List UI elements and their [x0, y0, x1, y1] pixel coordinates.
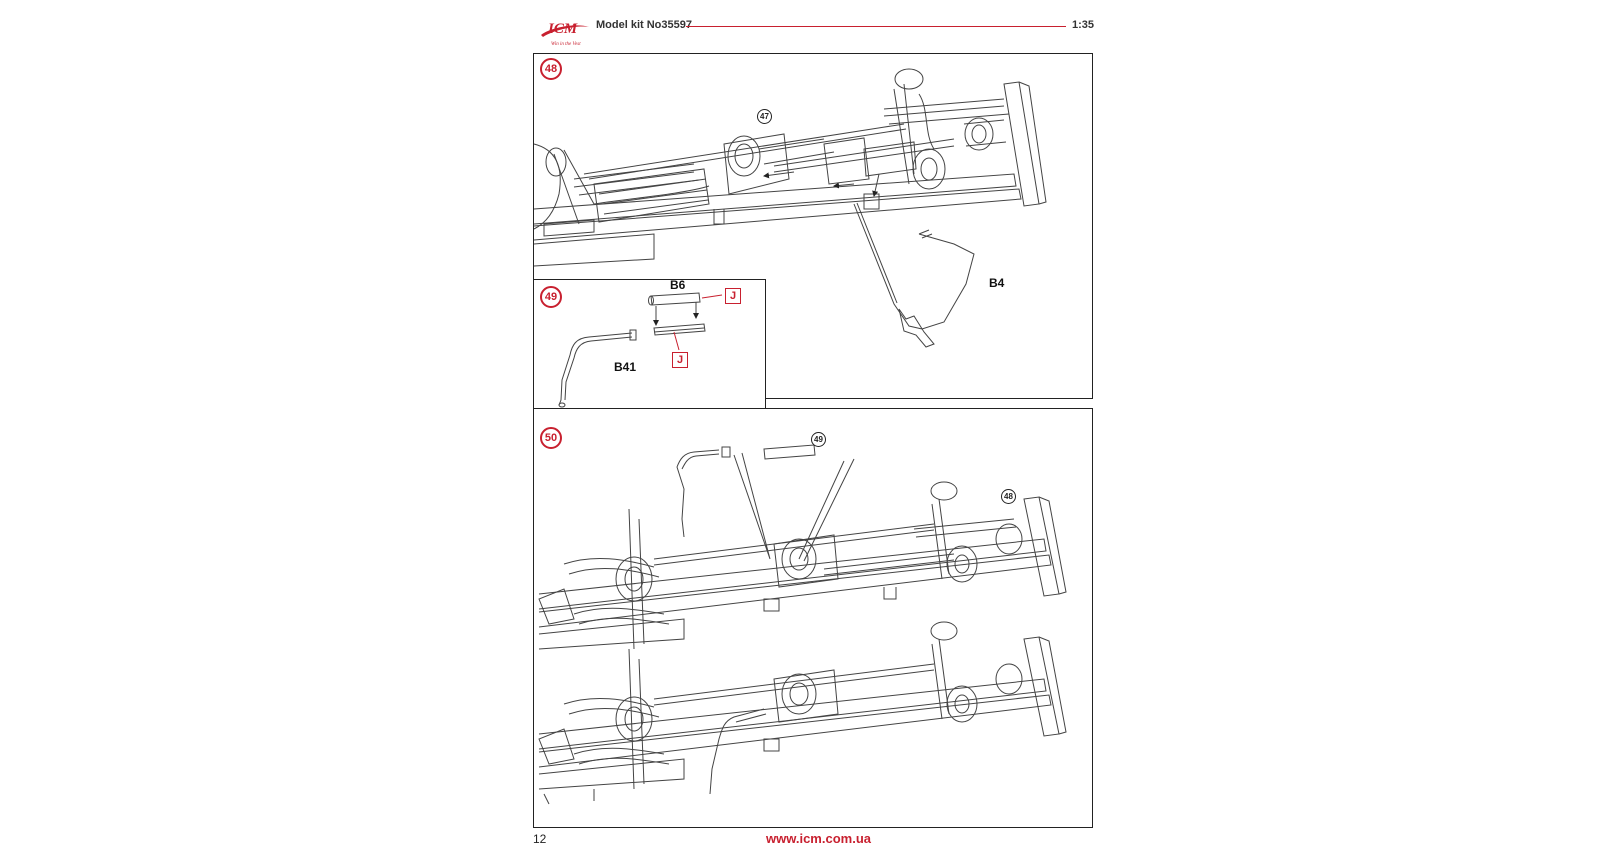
- step-50-panel: 50 49 48: [533, 408, 1093, 828]
- step-ref-48: 48: [1001, 489, 1016, 504]
- step-number-49: 49: [540, 286, 562, 308]
- paint-code-j-bracket: J: [672, 352, 688, 368]
- step-ref-49: 49: [811, 432, 826, 447]
- header-rule: [686, 26, 1066, 27]
- part-label-b4: B4: [989, 276, 1005, 290]
- step-number-48: 48: [540, 58, 562, 80]
- page-number: 12: [533, 832, 547, 846]
- part-label-b41: B41: [614, 360, 637, 374]
- logo-wordmark: ICM: [547, 21, 578, 37]
- logo-tagline: Win in the Vest: [551, 42, 581, 47]
- step-50-chassis-drawing: [538, 444, 1067, 805]
- website-link[interactable]: www.icm.com.ua: [766, 831, 871, 846]
- icm-logo: ICM Win in the Vest: [541, 21, 589, 47]
- part-label-b6: B6: [670, 278, 686, 292]
- kit-scale: 1:35: [1072, 19, 1095, 31]
- step-49-exhaust-drawing: [558, 292, 723, 408]
- step-number-50: 50: [540, 427, 562, 449]
- step-ref-47: 47: [757, 109, 772, 124]
- model-kit-number: Model kit No35597: [596, 19, 692, 31]
- step-48-chassis-drawing: [533, 68, 1047, 348]
- paint-code-j-muffler: J: [725, 288, 741, 304]
